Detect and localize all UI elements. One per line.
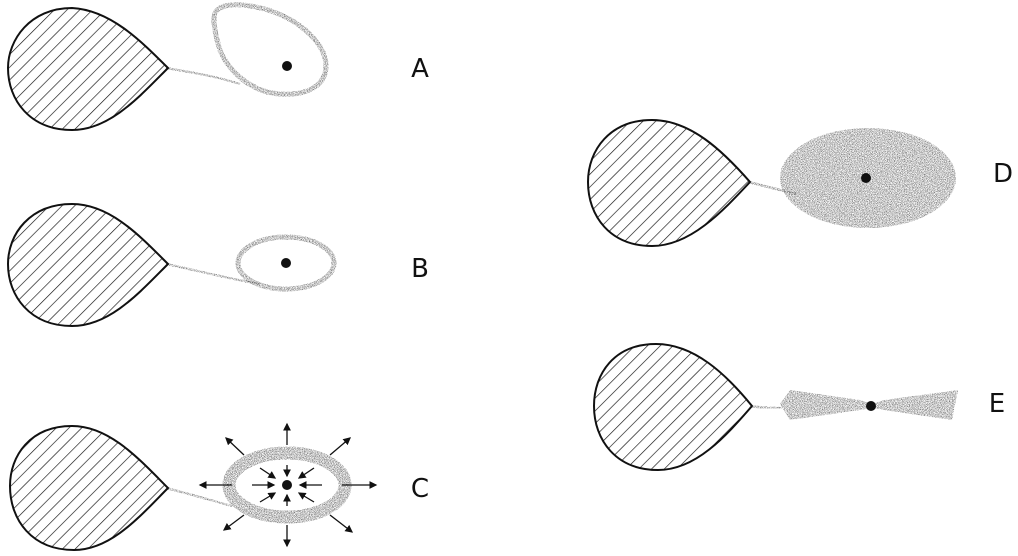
arrow-icon	[299, 493, 314, 502]
arrow-icon	[260, 468, 275, 478]
panel-d: D	[588, 120, 1013, 246]
arrow-icon	[260, 493, 275, 502]
accretor-e	[866, 401, 876, 411]
panel-label-a: A	[411, 54, 429, 84]
donor-star-a	[8, 8, 168, 130]
stream-e	[750, 406, 782, 408]
arrow-icon	[330, 438, 350, 455]
stream-a	[166, 68, 240, 84]
stream-c	[166, 488, 232, 506]
accretor-a	[282, 61, 292, 71]
arrow-icon	[299, 468, 314, 478]
panel-e: E	[594, 344, 1005, 470]
stream-b	[166, 264, 260, 284]
panel-label-c: C	[411, 474, 429, 504]
panel-a: A	[8, 5, 429, 130]
panel-label-b: B	[411, 254, 429, 284]
panel-label-e: E	[989, 389, 1005, 419]
panel-c: C	[10, 424, 429, 550]
accretor-c	[282, 480, 292, 490]
accretor-d	[861, 173, 871, 183]
donor-star-b	[8, 204, 168, 326]
arrow-icon	[330, 515, 352, 532]
accretor-b	[281, 258, 291, 268]
donor-star-d	[588, 120, 750, 246]
arrow-icon	[226, 438, 244, 455]
panel-label-d: D	[993, 159, 1013, 189]
donor-star-c	[10, 426, 168, 550]
panel-b: B	[8, 204, 429, 326]
arrow-icon	[224, 515, 244, 530]
donor-star-e	[594, 344, 752, 470]
